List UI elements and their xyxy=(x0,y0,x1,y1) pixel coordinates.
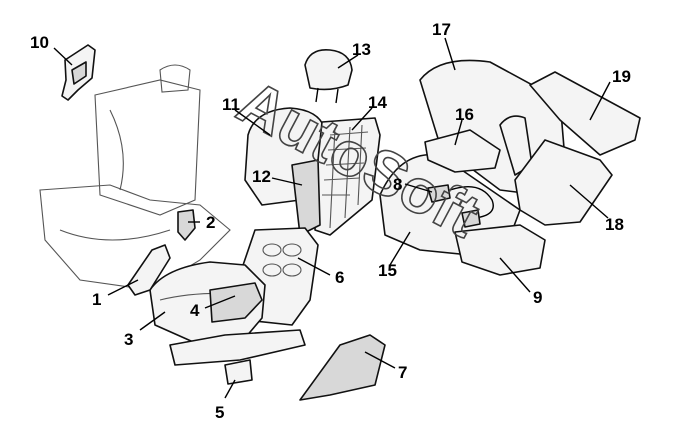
callout-1: 1 xyxy=(92,290,101,309)
part-10-bracket xyxy=(61,44,96,101)
assembled-seat-outline xyxy=(39,64,231,291)
callout-14: 14 xyxy=(368,93,387,112)
callout-5: 5 xyxy=(215,403,224,422)
callout-9: 9 xyxy=(533,288,542,307)
callout-12: 12 xyxy=(252,167,271,186)
callout-7: 7 xyxy=(398,363,407,382)
part-12-backrest-panel xyxy=(291,159,321,236)
part-8-belt-buckle xyxy=(427,184,494,228)
callout-3: 3 xyxy=(124,330,133,349)
callout-18: 18 xyxy=(605,215,624,234)
part-1-side-trim xyxy=(127,244,171,296)
callout-19: 19 xyxy=(612,67,631,86)
part-9-cushion-section xyxy=(454,224,546,276)
part-2-clip xyxy=(177,209,196,241)
callout-11: 11 xyxy=(222,95,240,114)
part-5-seat-rails xyxy=(169,329,306,385)
part-18-side-bolster xyxy=(514,139,613,226)
leader-lines xyxy=(53,37,611,399)
callout-6: 6 xyxy=(335,268,344,287)
callout-10: 10 xyxy=(30,33,49,52)
callout-17: 17 xyxy=(432,20,451,39)
part-4-cushion-insert xyxy=(209,282,263,323)
part-19-backrest-panel xyxy=(529,71,641,156)
callout-labels: 1 2 3 4 5 6 7 8 9 10 11 12 13 14 15 16 1… xyxy=(30,20,631,422)
callout-13: 13 xyxy=(352,40,371,59)
callout-8: 8 xyxy=(393,175,402,194)
callout-4: 4 xyxy=(190,301,200,320)
callout-16: 16 xyxy=(455,105,474,124)
callout-15: 15 xyxy=(378,261,397,280)
part-16-armrest xyxy=(424,129,501,173)
part-13-headrest xyxy=(304,48,353,104)
part-7-side-panel xyxy=(299,334,386,401)
callout-2: 2 xyxy=(206,213,215,232)
